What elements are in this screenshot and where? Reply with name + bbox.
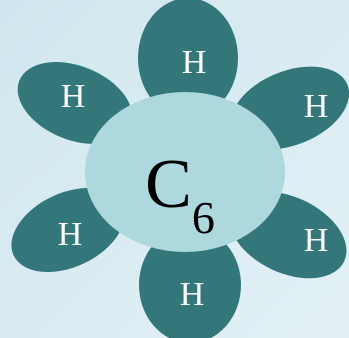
hydrogen-label: H: [304, 88, 329, 125]
core-shape: [85, 92, 285, 252]
petal-shape: [11, 187, 125, 273]
hydrogen-label: H: [182, 44, 207, 81]
petal-bottom-left: H: [11, 187, 125, 273]
hydrogen-label: H: [61, 78, 86, 115]
core-formula: C6: [145, 146, 215, 243]
petal-bottom: H: [139, 227, 241, 338]
hydrogen-label: H: [58, 216, 83, 253]
petal-shape: [139, 227, 241, 338]
petal-shape: [17, 61, 133, 145]
petal-top: H: [138, 0, 238, 118]
petal-shape: [138, 0, 238, 118]
core-subscript: 6: [192, 192, 215, 243]
hydrogen-label: H: [180, 276, 205, 313]
core-element-symbol: C: [145, 146, 192, 223]
carbon-core: C6: [85, 92, 285, 252]
petal-top-left: H: [17, 61, 133, 145]
hydrogen-label: H: [304, 222, 329, 259]
